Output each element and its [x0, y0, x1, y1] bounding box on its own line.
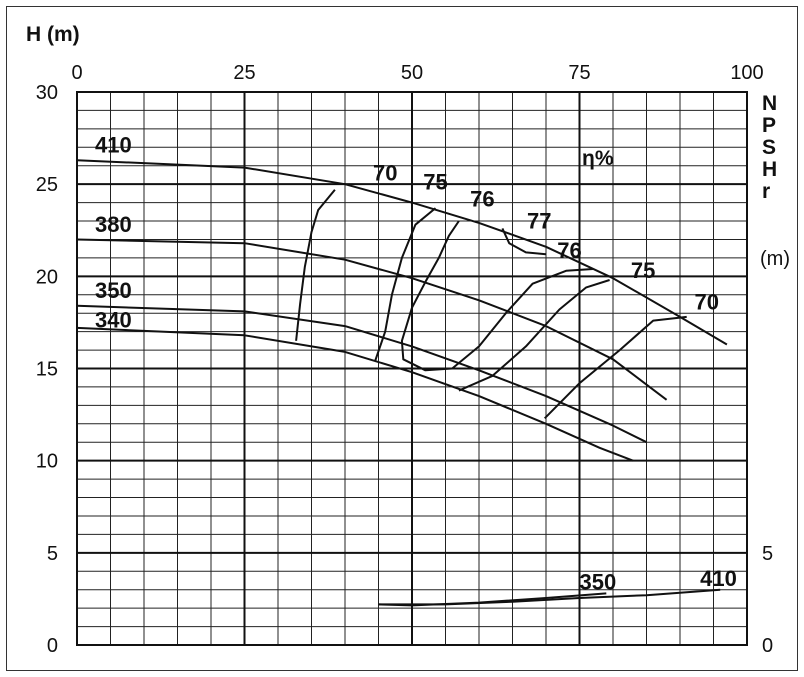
head-curve-410: [76, 159, 728, 346]
efficiency-curve-label: 70: [695, 290, 719, 315]
y2-unit-label: (m): [760, 248, 790, 270]
efficiency-label: η%: [582, 147, 614, 170]
npsh-curve-label: 410: [700, 566, 737, 591]
efficiency-curve-label: 76: [557, 238, 581, 263]
major-grid: [76, 91, 748, 646]
y-tick-label: 15: [36, 359, 58, 381]
y-tick-label: 10: [36, 451, 58, 473]
efficiency-curve-70-right: [543, 315, 687, 420]
efficiency-curve-label: 75: [631, 258, 655, 283]
y-tick-label: 25: [36, 174, 58, 196]
y2-tick-label: 0: [762, 635, 773, 657]
head-curve-label: 340: [95, 308, 132, 333]
efficiency-curve-label: 76: [470, 186, 494, 211]
y-axis-label: H (m): [26, 23, 80, 46]
chart-frame: [6, 6, 798, 671]
head-curve-380: [76, 238, 668, 401]
y-tick-label: 30: [36, 82, 58, 104]
y-tick-label: 20: [36, 266, 58, 288]
efficiency-curve-75-right: [458, 279, 610, 392]
head-curve-350: [76, 304, 647, 444]
y-tick-label: 0: [47, 635, 58, 657]
head-curve-label: 380: [95, 212, 132, 237]
y2-axis-label-letter: P: [762, 114, 776, 137]
efficiency-curve-76: [400, 220, 593, 372]
efficiency-curve-77: [501, 227, 547, 256]
y2-axis-label-letter: S: [762, 136, 776, 159]
head-curve-label: 350: [95, 278, 132, 303]
efficiency-curve-label: 77: [527, 208, 551, 233]
npsh-curve-410: [378, 588, 721, 606]
y-tick-label: 5: [47, 543, 58, 565]
x-tick-label: 100: [730, 62, 763, 84]
x-tick-label: 75: [568, 62, 590, 84]
curves: [76, 159, 728, 607]
head-curve-label: 410: [95, 133, 132, 158]
y2-tick-label: 5: [762, 543, 773, 565]
efficiency-curve-70: [295, 189, 336, 341]
efficiency-curve-75: [374, 207, 437, 362]
y2-axis-label-letter: H: [762, 158, 777, 181]
efficiency-curve-label: 70: [373, 160, 397, 185]
x-tick-label: 0: [71, 62, 82, 84]
plot-border: [76, 91, 748, 646]
y2-axis-label-letter: N: [762, 92, 777, 115]
y2-axis-label-letter: r: [762, 180, 770, 203]
x-tick-label: 25: [233, 62, 255, 84]
efficiency-curve-label: 75: [423, 170, 447, 195]
x-tick-label: 50: [401, 62, 423, 84]
head-curve-340: [76, 326, 634, 462]
npsh-curve-label: 350: [580, 570, 617, 595]
